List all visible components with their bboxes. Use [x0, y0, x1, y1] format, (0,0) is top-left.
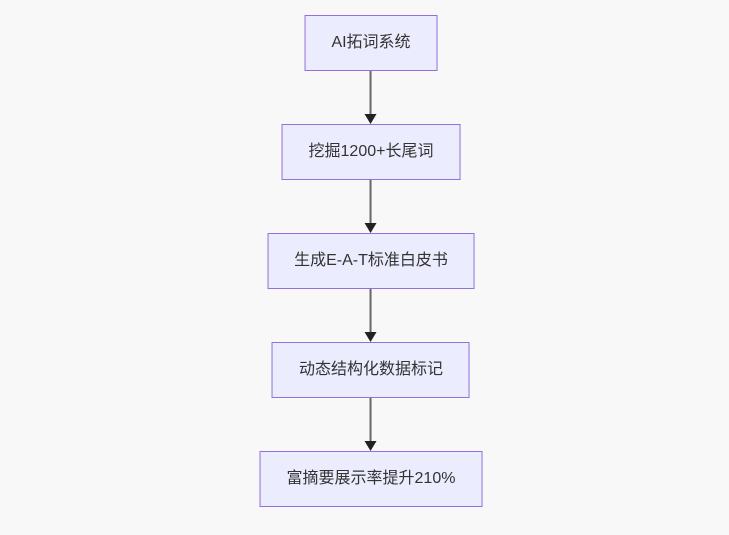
node-label: 动态结构化数据标记	[298, 361, 443, 378]
flow-node-mine-longtail-keywords: 挖掘1200+长尾词	[281, 124, 461, 180]
arrow-down-icon	[365, 114, 377, 124]
flow-node-rich-snippet-rate-increase: 富摘要展示率提升210%	[259, 451, 483, 507]
flow-node-dynamic-structured-data-markup: 动态结构化数据标记	[271, 342, 470, 398]
node-label: 生成E-A-T标准白皮书	[294, 252, 448, 269]
node-label: 富摘要展示率提升210%	[286, 470, 456, 487]
flow-edge-3	[365, 289, 377, 342]
node-label: AI拓词系统	[331, 34, 411, 51]
flow-edge-2	[365, 180, 377, 233]
node-label: 挖掘1200+长尾词	[308, 143, 434, 160]
flowchart: AI拓词系统 挖掘1200+长尾词 生成E-A-T标准白皮书 动态结构化数据标记	[259, 15, 483, 507]
arrow-down-icon	[365, 441, 377, 451]
edge-line	[370, 71, 372, 114]
arrow-down-icon	[365, 223, 377, 233]
flow-edge-4	[365, 398, 377, 451]
edge-line	[370, 289, 372, 332]
arrow-down-icon	[365, 332, 377, 342]
edge-line	[370, 180, 372, 223]
flow-edge-1	[365, 71, 377, 124]
edge-line	[370, 398, 372, 441]
flow-node-generate-eat-whitepaper: 生成E-A-T标准白皮书	[267, 233, 475, 289]
flow-node-ai-word-expansion-system: AI拓词系统	[304, 15, 438, 71]
